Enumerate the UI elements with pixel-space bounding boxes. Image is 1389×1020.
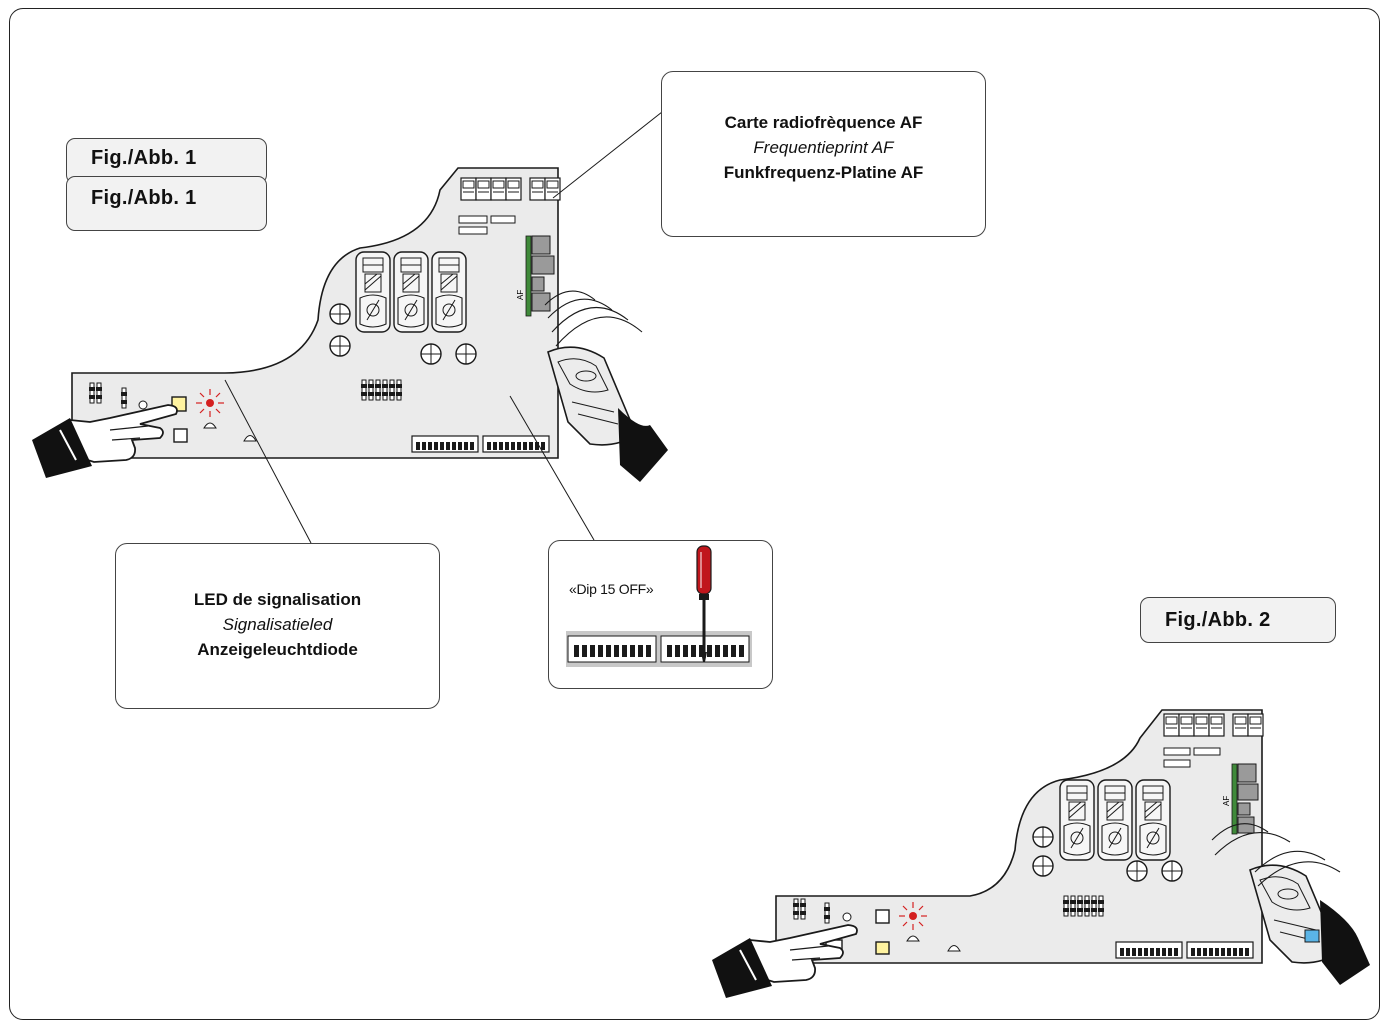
- fig1-tab-front: Fig./Abb. 1: [66, 176, 267, 231]
- screwdriver-icon: [696, 545, 712, 662]
- svg-text:AF: AF: [516, 290, 525, 300]
- af-card-callout-fr: Carte radiofrèquence AF: [724, 113, 923, 132]
- dip-callout: «Dip 15 OFF»: [548, 540, 773, 689]
- fig2-board: AF: [775, 709, 1264, 964]
- led-callout-de: Anzeigeleuchtdiode: [197, 640, 358, 659]
- dip-callout-drawing: [566, 545, 752, 667]
- af-card-icon: [525, 235, 532, 317]
- fig2-radio-waves-icon: [1211, 823, 1341, 887]
- svg-text:AF: AF: [1222, 796, 1231, 806]
- led-callout: LED de signalisation Signalisatieled Anz…: [115, 543, 440, 709]
- fig2-tab: Fig./Abb. 2: [1140, 597, 1336, 643]
- led-callout-fr: LED de signalisation: [193, 590, 362, 609]
- dip-callout-label: «Dip 15 OFF»: [569, 581, 654, 597]
- af-card-callout-nl: Frequentieprint AF: [753, 138, 894, 157]
- af-card-callout: Carte radiofrèquence AF Frequentieprint …: [661, 71, 986, 237]
- led-icon: [196, 389, 224, 429]
- leader-lines: [224, 111, 663, 544]
- led-callout-nl: Signalisatieled: [222, 615, 333, 634]
- fig1-radio-waves-icon: [544, 290, 643, 347]
- fig1-board: AF: [71, 167, 561, 459]
- af-card-callout-de: Funkfrequenz-Platine AF: [723, 163, 924, 182]
